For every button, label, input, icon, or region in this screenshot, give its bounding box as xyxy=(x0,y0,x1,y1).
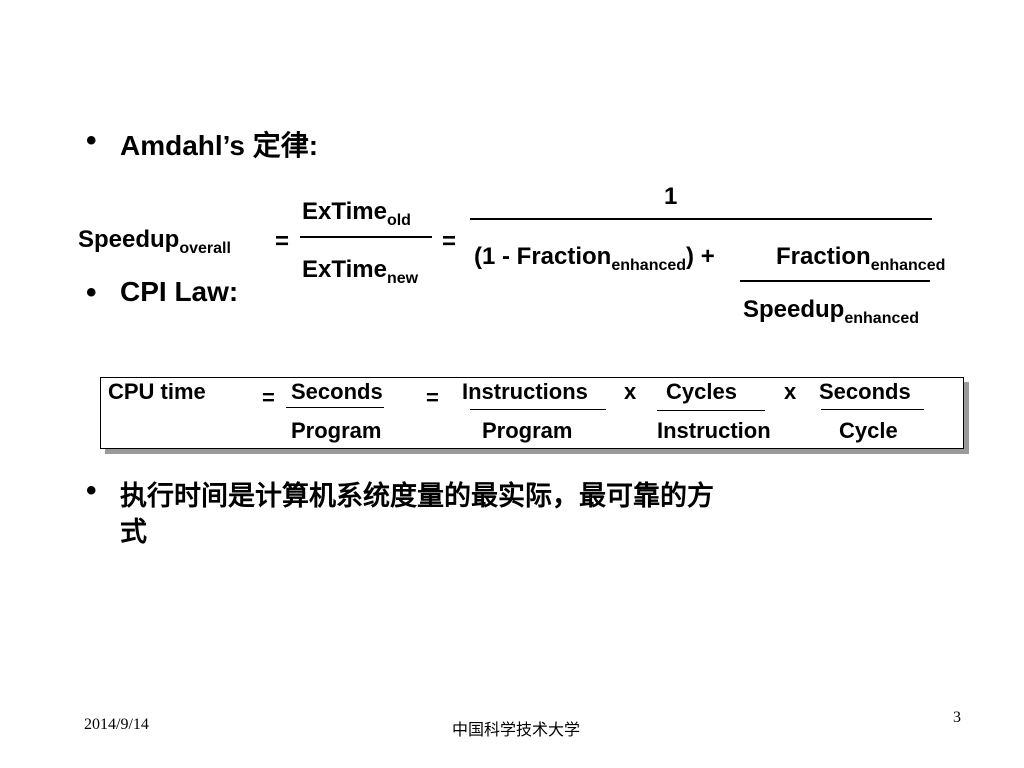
footer-page-number: 3 xyxy=(953,709,961,726)
fraction-enhanced: Fractionenhanced xyxy=(776,243,946,274)
equals-1: = xyxy=(275,228,290,255)
cpi-line-4 xyxy=(821,409,924,410)
bullet-dot-1: • xyxy=(86,124,97,157)
speedup-overall: Speedupoverall xyxy=(78,226,231,257)
bullet-cpi-law: CPI Law: xyxy=(120,276,239,307)
instructions: Instructions xyxy=(462,379,588,404)
cpi-line-1 xyxy=(286,407,384,408)
denominator-left: (1 - Fractionenhanced) + xyxy=(474,243,715,274)
extime-old: ExTimeold xyxy=(302,198,411,229)
cycle: Cycle xyxy=(839,418,898,443)
bullet-dot-2: • xyxy=(86,276,97,309)
program-2: Program xyxy=(482,418,573,443)
times-1: x xyxy=(624,379,637,404)
cpi-line-2 xyxy=(470,409,606,410)
cpi-eq-1: = xyxy=(262,385,275,410)
cycles: Cycles xyxy=(666,379,737,404)
instruction: Instruction xyxy=(657,418,771,443)
fraction-line-2 xyxy=(470,218,932,220)
seconds-1: Seconds xyxy=(291,379,383,404)
fraction-line-1 xyxy=(300,236,432,238)
bullet-dot-3: • xyxy=(86,474,97,507)
bullet-amdahl: Amdahl’s 定律: xyxy=(120,130,319,161)
speedup-enhanced: Speedupenhanced xyxy=(743,296,920,327)
program-1: Program xyxy=(291,418,382,443)
equals-2: = xyxy=(442,228,457,255)
footer-organization: 中国科学技术大学 xyxy=(452,722,581,739)
cpu-time-label: CPU time xyxy=(108,379,206,404)
extime-new: ExTimenew xyxy=(302,256,419,287)
cpi-formula-box xyxy=(100,377,964,449)
cpi-line-3 xyxy=(657,410,765,411)
seconds-2: Seconds xyxy=(819,379,911,404)
bullet-chinese-line-2: 式 xyxy=(120,517,147,548)
fraction-line-3 xyxy=(740,280,930,282)
cpi-eq-2: = xyxy=(426,385,439,410)
numerator-one: 1 xyxy=(664,183,678,210)
bullet-chinese-line-1: 执行时间是计算机系统度量的最实际，最可靠的方 xyxy=(120,481,714,512)
times-2: x xyxy=(784,379,797,404)
footer-date: 2014/9/14 xyxy=(84,716,149,733)
